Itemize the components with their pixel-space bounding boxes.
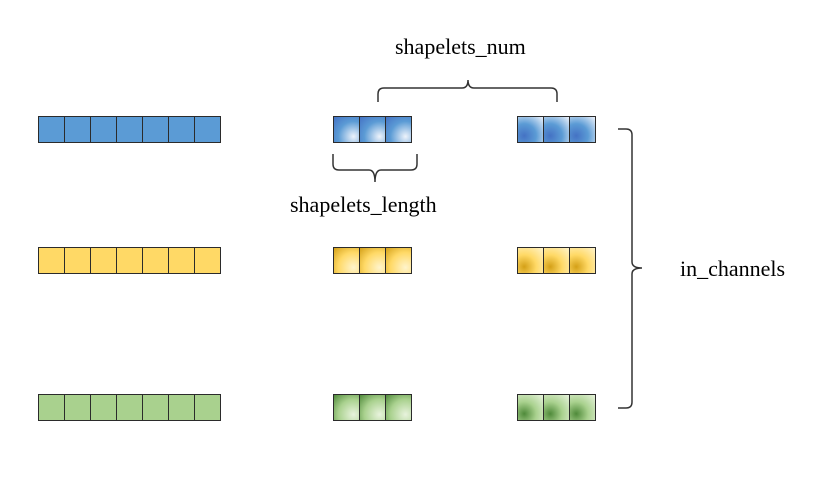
shapelet-cell (569, 116, 596, 143)
shapelet-row-1-b (517, 116, 596, 143)
series-cell (194, 247, 221, 274)
shapelets-length-label: shapelets_length (290, 192, 437, 217)
series-cell (90, 394, 117, 421)
shapelet-row-2-a (333, 247, 412, 274)
shapelet-cell (517, 247, 544, 274)
series-cell (90, 116, 117, 143)
series-cell (168, 116, 195, 143)
shapelet-cell (543, 116, 570, 143)
series-cell (142, 247, 169, 274)
series-cell (90, 247, 117, 274)
series-cell (116, 394, 143, 421)
shapelets-num-label: shapelets_num (395, 34, 526, 59)
curly-brace-right-icon (618, 128, 643, 409)
series-cell (142, 394, 169, 421)
shapelet-row-2-b (517, 247, 596, 274)
series-cell (38, 247, 65, 274)
shapelet-cell (569, 247, 596, 274)
series-cell (38, 394, 65, 421)
shapelet-row-3-b (517, 394, 596, 421)
shapelet-cell (359, 394, 386, 421)
shapelet-cell (385, 116, 412, 143)
series-cell (64, 394, 91, 421)
series-cell (64, 247, 91, 274)
shapelet-cell (543, 394, 570, 421)
series-row-3 (38, 394, 221, 421)
curly-brace-down-icon (377, 79, 558, 102)
series-cell (168, 394, 195, 421)
series-cell (142, 116, 169, 143)
series-cell (38, 116, 65, 143)
shapelet-row-1-a (333, 116, 412, 143)
shapelet-cell (359, 116, 386, 143)
shapelet-cell (333, 394, 360, 421)
shapelet-cell (359, 247, 386, 274)
shapelet-row-3-a (333, 394, 412, 421)
series-cell (116, 247, 143, 274)
shapelet-cell (517, 116, 544, 143)
shapelet-cell (543, 247, 570, 274)
shapelet-cell (517, 394, 544, 421)
series-cell (168, 247, 195, 274)
shapelet-cell (569, 394, 596, 421)
series-cell (64, 116, 91, 143)
shapelet-cell (385, 247, 412, 274)
curly-brace-up-icon (332, 154, 418, 183)
series-cell (194, 394, 221, 421)
shapelet-cell (333, 247, 360, 274)
series-cell (194, 116, 221, 143)
shapelet-cell (385, 394, 412, 421)
series-row-1 (38, 116, 221, 143)
in-channels-label: in_channels (680, 256, 786, 281)
series-row-2 (38, 247, 221, 274)
shapelet-cell (333, 116, 360, 143)
series-cell (116, 116, 143, 143)
